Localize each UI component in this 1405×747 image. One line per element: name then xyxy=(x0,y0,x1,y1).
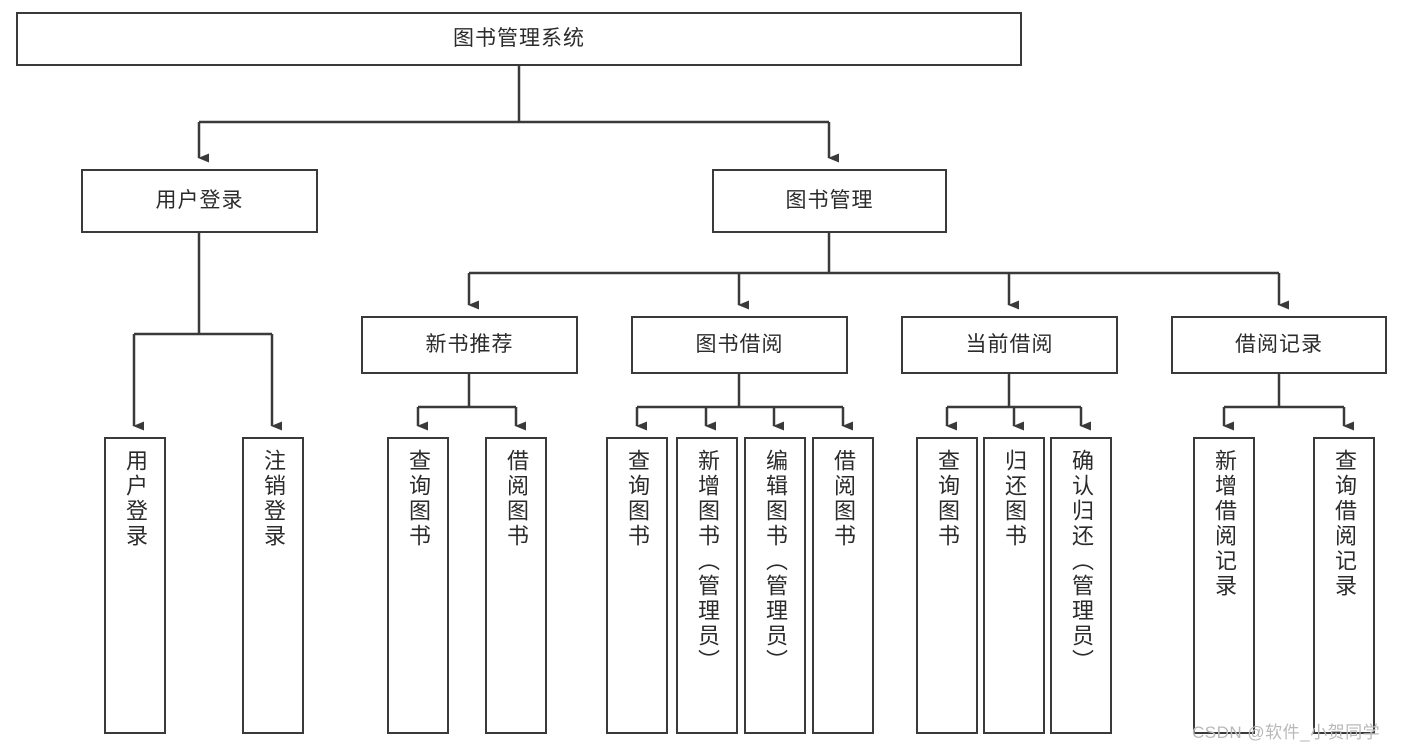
node-leaf-user-logout[interactable]: 注销登录 xyxy=(242,437,304,734)
node-label-leaf-rec-borrow: 借阅图书 xyxy=(504,449,529,549)
node-leaf-book-add[interactable]: 新增图书（管理员） xyxy=(676,437,738,734)
node-label-leaf-cur-confirm: 确认归还（管理员） xyxy=(1069,449,1094,674)
node-leaf-rec-query[interactable]: 查询图书 xyxy=(387,437,449,734)
node-label-leaf-user-logout: 注销登录 xyxy=(261,449,286,549)
node-label-leaf-rec-add: 新增借阅记录 xyxy=(1212,449,1237,599)
node-label-leaf-book-borrow: 借阅图书 xyxy=(831,449,856,549)
node-label-leaf-book-edit: 编辑图书（管理员） xyxy=(763,449,788,674)
node-label-leaf-cur-query: 查询图书 xyxy=(935,449,960,549)
node-new-book-rec[interactable]: 新书推荐 xyxy=(361,316,578,374)
node-label-user-login: 用户登录 xyxy=(155,188,244,212)
node-leaf-user-login[interactable]: 用户登录 xyxy=(104,437,166,734)
node-label-new-book-rec: 新书推荐 xyxy=(425,332,514,356)
node-leaf-rec-query2[interactable]: 查询借阅记录 xyxy=(1313,437,1375,734)
connector-rail-borrow-record xyxy=(1224,374,1344,409)
connector-arrows xyxy=(132,122,1354,431)
node-current-borrow[interactable]: 当前借阅 xyxy=(901,316,1118,374)
node-leaf-cur-query[interactable]: 查询图书 xyxy=(916,437,978,734)
connector-rail-user-login xyxy=(134,233,272,336)
node-label-leaf-cur-return: 归还图书 xyxy=(1002,449,1027,549)
node-root[interactable]: 图书管理系统 xyxy=(16,12,1022,66)
node-leaf-cur-confirm[interactable]: 确认归还（管理员） xyxy=(1050,437,1112,734)
connector-rail-new-book-rec xyxy=(418,374,516,409)
node-book-manage[interactable]: 图书管理 xyxy=(712,169,947,233)
node-leaf-book-edit[interactable]: 编辑图书（管理员） xyxy=(744,437,806,734)
connector-rails xyxy=(134,66,1344,409)
node-leaf-book-borrow[interactable]: 借阅图书 xyxy=(812,437,874,734)
node-leaf-rec-add[interactable]: 新增借阅记录 xyxy=(1193,437,1255,734)
node-leaf-cur-return[interactable]: 归还图书 xyxy=(983,437,1045,734)
node-label-root: 图书管理系统 xyxy=(453,26,585,50)
node-label-book-borrow: 图书借阅 xyxy=(695,332,784,356)
node-leaf-borrow-query[interactable]: 查询图书 xyxy=(606,437,668,734)
node-leaf-rec-borrow[interactable]: 借阅图书 xyxy=(485,437,547,734)
connector-rail-root xyxy=(199,66,829,124)
node-book-borrow[interactable]: 图书借阅 xyxy=(631,316,848,374)
node-label-current-borrow: 当前借阅 xyxy=(965,332,1054,356)
node-label-borrow-record: 借阅记录 xyxy=(1235,332,1323,356)
connector-rail-book-borrow xyxy=(637,374,843,409)
node-borrow-record[interactable]: 借阅记录 xyxy=(1171,316,1387,374)
node-label-book-manage: 图书管理 xyxy=(785,188,874,212)
node-label-leaf-rec-query: 查询图书 xyxy=(406,449,431,549)
node-label-leaf-rec-query2: 查询借阅记录 xyxy=(1332,449,1357,599)
connector-rail-current-borrow xyxy=(947,374,1081,409)
node-label-leaf-user-login: 用户登录 xyxy=(123,449,148,549)
connector-rail-book-manage xyxy=(469,233,1279,275)
node-label-leaf-borrow-query: 查询图书 xyxy=(625,449,650,549)
node-user-login[interactable]: 用户登录 xyxy=(81,169,318,233)
node-label-leaf-book-add: 新增图书（管理员） xyxy=(695,449,720,674)
